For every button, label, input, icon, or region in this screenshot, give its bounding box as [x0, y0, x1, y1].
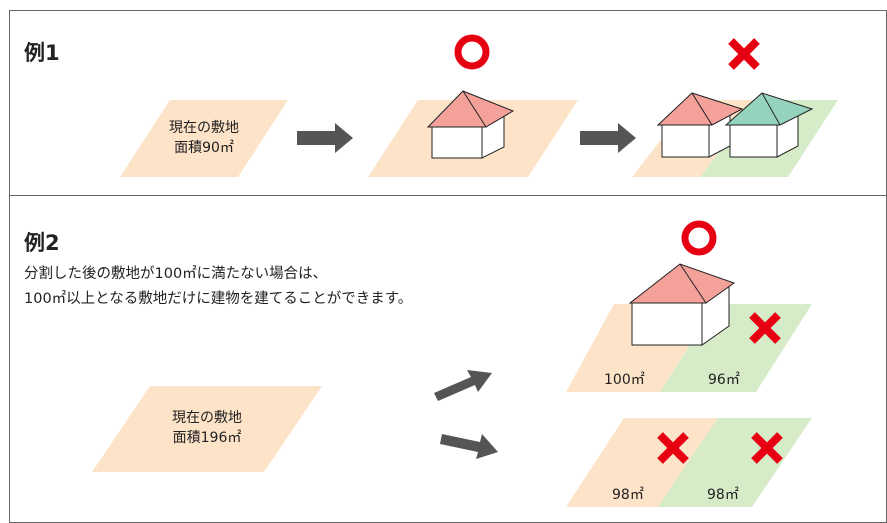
- heading-example1: 例1: [24, 41, 60, 65]
- description-line1: 分割した後の敷地が100㎡に満たない場合は、: [24, 266, 328, 282]
- current-land-area: 面積90㎡: [174, 140, 234, 156]
- arrow-right-icon: [297, 123, 353, 153]
- current-land-title: 現在の敷地: [172, 410, 242, 426]
- circle-ok-icon: [454, 34, 490, 70]
- cross-ng-icon: [731, 41, 757, 67]
- current-land-area: 面積196㎡: [172, 430, 242, 446]
- current-land-plot-ex1: [120, 100, 288, 177]
- heading-example2: 例2: [24, 231, 60, 255]
- current-land-label-ex1: 現在の敷地 面積90㎡: [134, 118, 274, 158]
- house-right: [724, 92, 814, 158]
- house-single: [426, 90, 515, 159]
- area-label-98-right: 98㎡: [707, 487, 739, 503]
- land-plot-96: [660, 304, 812, 392]
- arrow-right-icon: [580, 123, 636, 153]
- arrow-up-right-icon: [434, 370, 492, 401]
- house-left: [656, 92, 744, 158]
- description: 分割した後の敷地が100㎡に満たない場合は、 100㎡以上となる敷地だけに建物を…: [24, 262, 412, 312]
- current-land-plot-ex2: [92, 386, 322, 472]
- circle-ok-icon: [681, 220, 717, 256]
- house-on-100: [628, 263, 736, 346]
- description-line2: 100㎡以上となる敷地だけに建物を建てることができます。: [24, 291, 413, 307]
- area-label-100: 100㎡: [604, 372, 645, 388]
- area-label-98-left: 98㎡: [612, 487, 644, 503]
- current-land-label-ex2: 現在の敷地 面積196㎡: [137, 408, 277, 448]
- area-label-96: 96㎡: [708, 372, 740, 388]
- current-land-title: 現在の敷地: [169, 120, 239, 136]
- arrow-down-right-icon: [440, 434, 498, 459]
